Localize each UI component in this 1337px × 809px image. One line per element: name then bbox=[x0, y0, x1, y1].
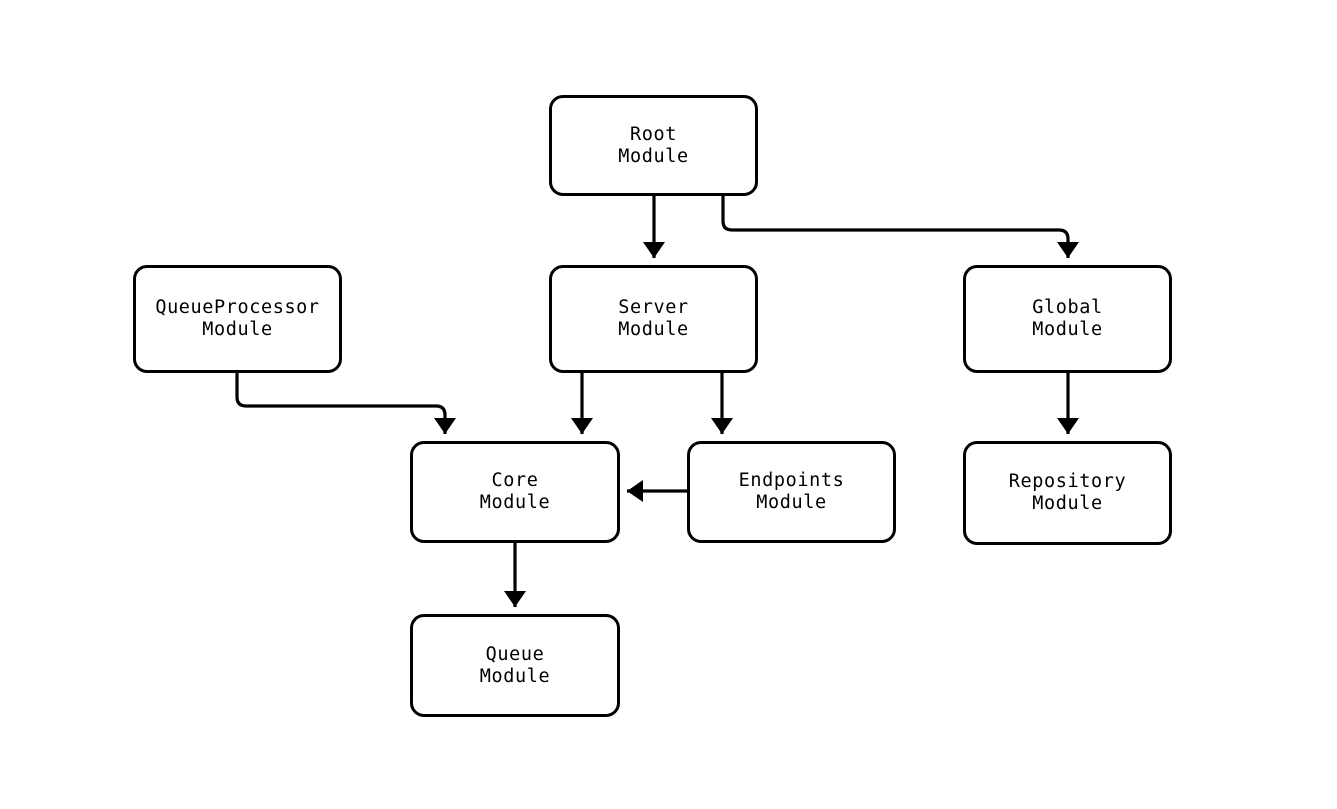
node-label-secondary: Module bbox=[756, 492, 827, 513]
node-label-secondary: Module bbox=[1032, 493, 1103, 514]
node-label-primary: Repository bbox=[1008, 471, 1127, 492]
arrowhead bbox=[571, 418, 593, 434]
node-label-secondary: Module bbox=[618, 145, 689, 167]
arrowhead bbox=[434, 418, 456, 434]
edge-server-core bbox=[571, 373, 593, 434]
node-label-secondary: Module bbox=[479, 665, 551, 687]
arrowhead bbox=[627, 480, 643, 502]
node-label-secondary: Module bbox=[479, 492, 551, 513]
node-label-primary: Queue bbox=[485, 643, 545, 665]
arrowhead bbox=[504, 591, 526, 607]
edge-server-endpoints bbox=[711, 373, 733, 434]
node-label-primary: Core bbox=[491, 470, 539, 491]
node-label-secondary: Module bbox=[618, 319, 689, 340]
edge-core-queue bbox=[504, 543, 526, 607]
edge-queueprocessor-core bbox=[235, 373, 456, 434]
edge-root-global bbox=[721, 196, 1079, 258]
arrowhead bbox=[1057, 242, 1079, 258]
arrowhead bbox=[643, 242, 665, 258]
node-label-secondary: Module bbox=[1032, 319, 1103, 340]
node-label-primary: Root bbox=[630, 123, 677, 145]
node-label-primary: Server bbox=[618, 297, 689, 318]
edge-global-repository bbox=[1057, 373, 1079, 434]
node-label-secondary: Module bbox=[202, 319, 273, 340]
arrowhead bbox=[711, 418, 733, 434]
node-label-primary: Global bbox=[1032, 297, 1103, 318]
node-label-primary: QueueProcessor bbox=[155, 297, 320, 318]
arrowhead bbox=[1057, 418, 1079, 434]
edge-root-server bbox=[643, 196, 665, 258]
node-label-primary: Endpoints bbox=[738, 470, 845, 491]
edge-endpoints-core bbox=[627, 480, 687, 502]
